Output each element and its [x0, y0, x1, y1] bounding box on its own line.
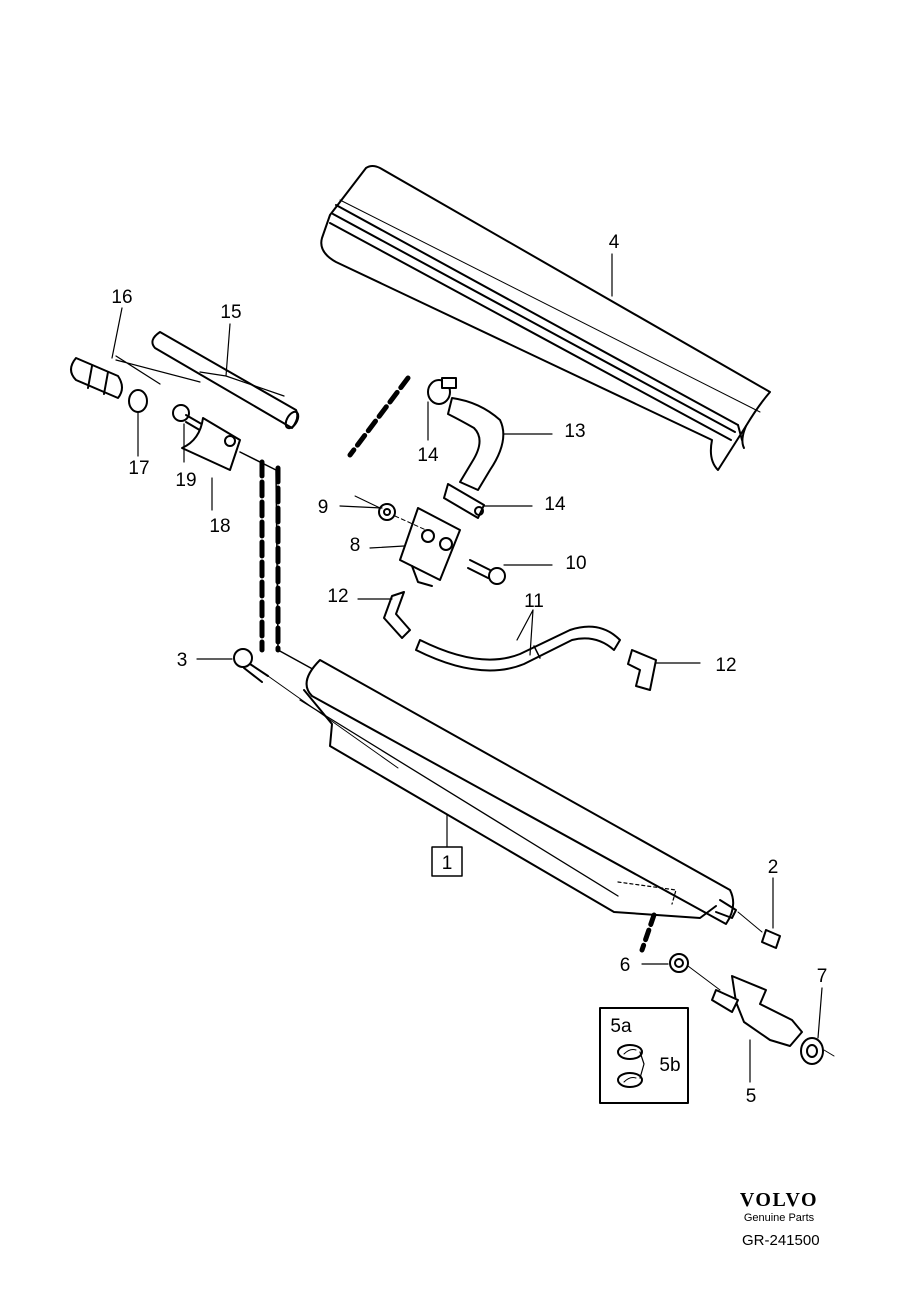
- nut-part-9: [354, 495, 427, 531]
- part-label-19: 19: [175, 470, 196, 491]
- bolt-part-10: [467, 559, 506, 585]
- part-label-5b: 5b: [659, 1055, 680, 1076]
- part-label-6: 6: [620, 955, 631, 976]
- brand-tagline: Genuine Parts: [743, 1212, 815, 1224]
- pipe-part-15: [151, 331, 300, 430]
- part-label-3: 3: [177, 650, 188, 671]
- fuel-rail-part-1: [299, 659, 737, 925]
- part-label-12-right: 12: [715, 655, 736, 676]
- part-label-2: 2: [768, 857, 779, 878]
- bolt-part-3: [233, 648, 399, 769]
- part-label-12-left: 12: [327, 586, 348, 607]
- hose-part-13: [447, 397, 505, 491]
- elbow-part-12-left: [383, 591, 411, 639]
- part-label-7: 7: [817, 966, 828, 987]
- sleeve-part-16: [70, 357, 123, 399]
- o-ring-part-17: [128, 389, 148, 413]
- ring-part-7: [800, 1037, 835, 1065]
- diagram-reference-code: GR-241500: [742, 1232, 820, 1249]
- engine-cover: [320, 165, 771, 471]
- hose-part-11: [415, 625, 621, 672]
- elbow-part-12-right: [627, 649, 657, 691]
- clamp-part-14-lower: [443, 483, 485, 519]
- part-label-15: 15: [220, 302, 241, 323]
- seal-kit-o-rings: [617, 1044, 643, 1088]
- part-label-4: 4: [609, 232, 620, 253]
- part-label-5: 5: [746, 1086, 757, 1107]
- brand-logo: VOLVO: [739, 1189, 819, 1211]
- clamp-part-14-upper: [427, 377, 457, 405]
- cap-part-2: [737, 911, 781, 949]
- part-label-8: 8: [350, 535, 361, 556]
- brand-block: VOLVO Genuine Parts: [727, 1189, 831, 1225]
- part-label-18: 18: [209, 516, 230, 537]
- part-label-17: 17: [128, 458, 149, 479]
- part-label-14-upper: 14: [417, 445, 439, 466]
- part-label-10: 10: [565, 553, 586, 574]
- bracket-part-18: [181, 417, 241, 471]
- part-label-16: 16: [111, 287, 132, 308]
- bolt-part-19: [172, 404, 206, 433]
- part-label-5a: 5a: [610, 1016, 632, 1037]
- part-label-1: 1: [442, 853, 453, 874]
- part-label-11: 11: [524, 591, 544, 612]
- seal-kit-inset-box: [599, 1007, 689, 1104]
- seal-part-6: [669, 953, 721, 991]
- valve-part-8: [399, 507, 461, 587]
- part-label-14-lower: 14: [544, 494, 566, 515]
- part-label-13: 13: [564, 421, 585, 442]
- injector-part-5: [711, 975, 803, 1047]
- part-label-9: 9: [318, 497, 329, 518]
